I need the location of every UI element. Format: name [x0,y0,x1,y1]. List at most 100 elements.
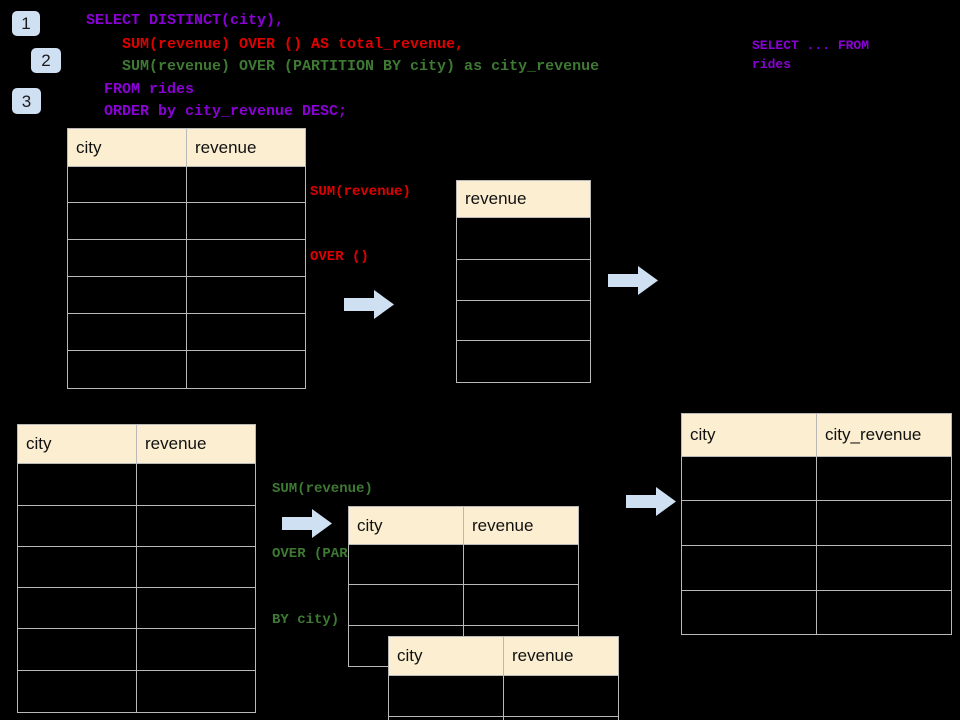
cell-city [17,587,137,629]
table-row [681,545,952,591]
cell-city [67,313,187,351]
table-row [681,500,952,546]
annotation-city-revenue-line3: BY city) [272,611,340,628]
table-header-row: city city_revenue [681,413,952,457]
table-row [456,259,591,301]
cell-revenue [186,276,306,314]
cell-city [17,463,137,506]
cell-city [17,670,137,713]
step-badge-3-label: 3 [21,91,32,111]
cell-revenue [503,716,619,720]
table-row [17,628,256,671]
table-header-row: city revenue [17,424,256,464]
cell-city [348,584,464,626]
arrow-total-to-final [608,266,658,295]
step-badge-2: 2 [31,48,61,73]
table-header-row: city revenue [67,128,306,167]
cell-revenue [463,584,579,626]
sql-line-city-revenue: SUM(revenue) OVER (PARTITION BY city) as… [86,58,600,75]
column-header-city: city [388,636,504,676]
column-header-city: city [348,506,464,545]
cell-city [681,590,817,635]
cell-city [681,500,817,546]
cell-city [681,456,817,501]
table-row [681,590,952,635]
cell-city [388,675,504,717]
cell-city-revenue [816,456,952,501]
cell-city [17,546,137,588]
sql-side-note-line2: rides [752,57,792,72]
cell-revenue [186,350,306,389]
table-row [388,716,619,720]
column-header-city: city [681,413,817,457]
cell-city [67,350,187,389]
step-badge-1-label: 1 [21,14,31,33]
table-final-result: city city_revenue [681,413,952,635]
cell-revenue [456,340,591,383]
cell-revenue [456,259,591,301]
column-header-city: city [17,424,137,464]
cell-city [67,166,187,203]
cell-city [388,716,504,720]
table-row [67,202,306,240]
table-row [17,463,256,506]
cell-revenue [186,239,306,277]
sql-line-order-by: ORDER by city_revenue DESC; [86,103,348,120]
annotation-total-revenue-line1: SUM(revenue) [310,184,411,201]
table-row [456,300,591,341]
annotation-city-revenue-line1: SUM(revenue) [272,481,373,498]
arrow-source-to-total [344,290,394,319]
sql-line-select: SELECT DISTINCT(city), [86,12,285,29]
column-header-revenue: revenue [456,180,591,218]
column-header-revenue: revenue [463,506,579,545]
column-header-city-revenue: city_revenue [816,413,952,457]
cell-city-revenue [816,500,952,546]
table-row [17,670,256,713]
cell-city [17,505,137,547]
table-row [456,340,591,383]
table-partition-group-front: city revenue [388,636,619,720]
table-row [67,276,306,314]
table-row [456,217,591,260]
column-header-revenue: revenue [503,636,619,676]
step-badge-2-label: 2 [41,51,51,70]
step-badge-3: 3 [12,88,41,114]
cell-city [67,276,187,314]
table-rides-source-top: city revenue [67,128,306,389]
cell-revenue [186,202,306,240]
arrow-source-to-partition [282,509,332,538]
cell-revenue [456,217,591,260]
cell-city [681,545,817,591]
cell-city-revenue [816,545,952,591]
table-header-row: revenue [456,180,591,218]
cell-revenue [456,300,591,341]
table-row [67,166,306,203]
table-row [67,239,306,277]
table-row [388,675,619,717]
annotation-total-revenue-line2: OVER () [310,249,369,266]
annotation-total-revenue: SUM(revenue) OVER () [310,139,411,313]
table-header-row: city revenue [388,636,619,676]
cell-city [67,239,187,277]
cell-revenue [463,544,579,585]
cell-revenue [186,166,306,203]
cell-revenue [503,675,619,717]
cell-revenue [136,587,256,629]
table-rides-source-bottom: city revenue [17,424,256,713]
step-badge-1: 1 [12,11,40,36]
table-row [17,505,256,547]
sql-line-total-revenue: SUM(revenue) OVER () AS total_revenue, [86,36,465,53]
column-header-revenue: revenue [186,128,306,167]
table-row [681,456,952,501]
table-row [67,313,306,351]
table-row [17,587,256,629]
arrow-partition-to-final [626,487,676,516]
cell-revenue [136,628,256,671]
sql-line-from: FROM rides [86,81,195,98]
table-row [67,350,306,389]
cell-revenue [136,463,256,506]
cell-revenue [186,313,306,351]
table-header-row: city revenue [348,506,579,545]
table-row [348,584,579,626]
